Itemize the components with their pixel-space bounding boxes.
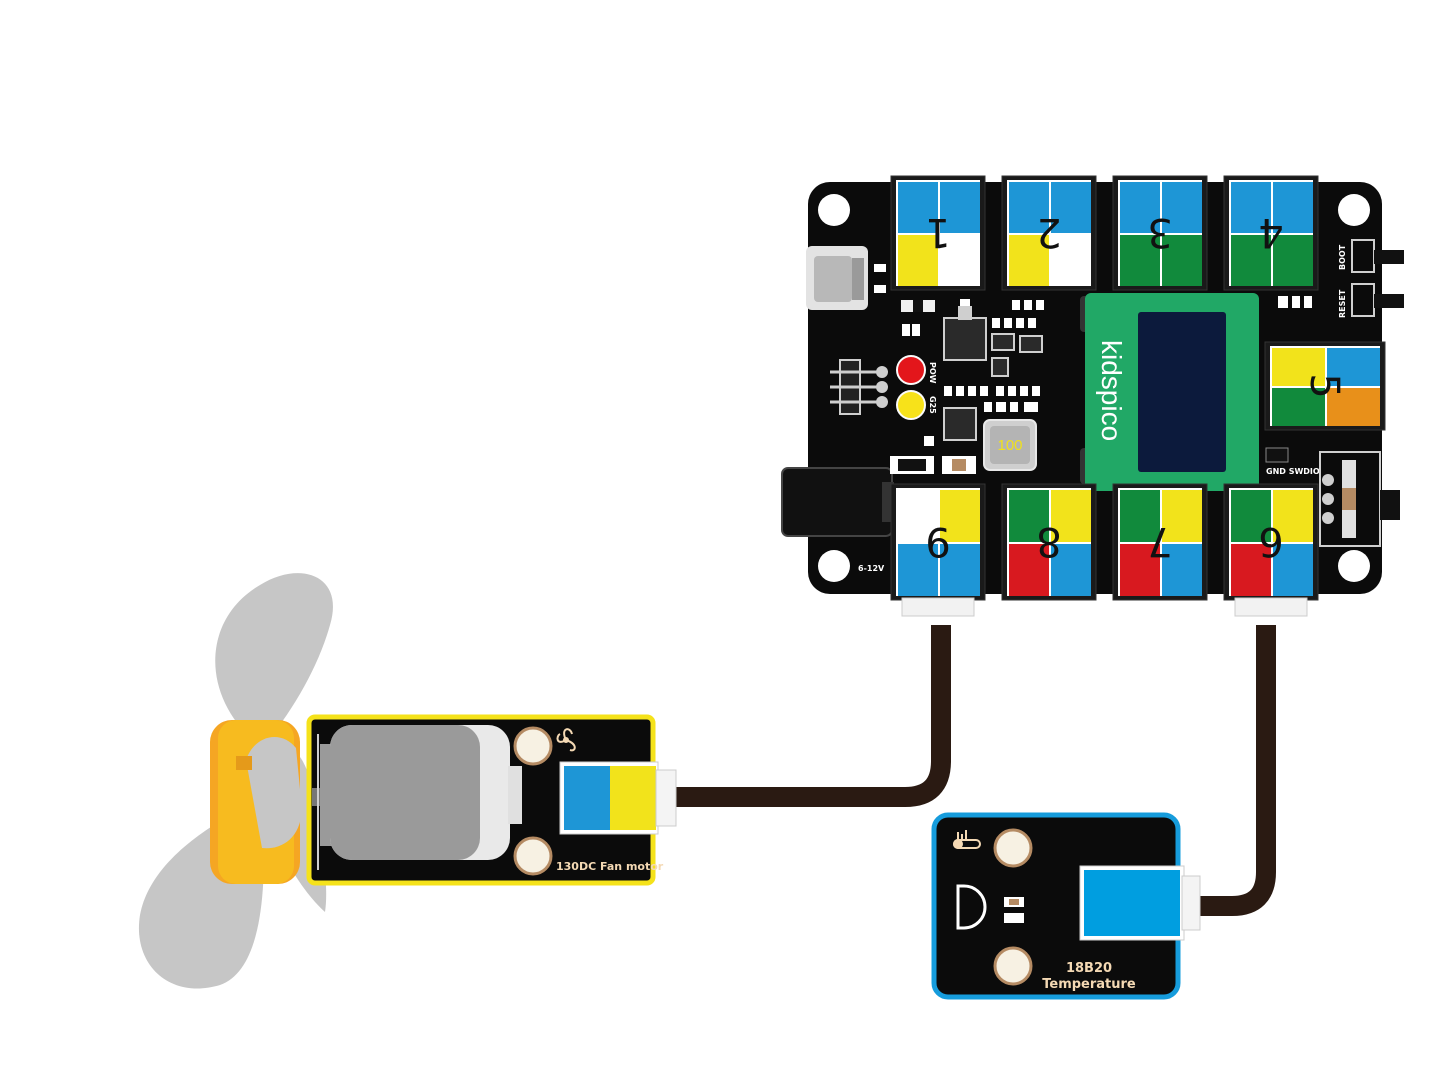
mount-pad [993, 946, 1033, 986]
sensor-body-icon [956, 884, 987, 930]
mount-pad [513, 836, 553, 876]
fan-connector [559, 761, 677, 835]
boot-label: BOOT [1338, 244, 1347, 270]
port-2[interactable]: 2 [1001, 175, 1097, 291]
reset-button[interactable] [1351, 283, 1404, 317]
oled-screen [1138, 312, 1226, 472]
port-5-label: 5 [1301, 373, 1347, 398]
mount-hole [818, 194, 850, 226]
usb-c-connector [806, 246, 868, 310]
capacitor-icon [1004, 913, 1024, 923]
power-voltage-label: 6-12V [858, 564, 885, 573]
mount-hole [1338, 194, 1370, 226]
swd-header: GND SWDIO [1265, 447, 1320, 476]
cable-fan-to-port-9 [676, 625, 951, 807]
pin-header-left [830, 359, 888, 415]
led-g25-label: G25 [928, 396, 937, 414]
fan-icon [556, 728, 576, 752]
port-4-label: 4 [1258, 209, 1283, 255]
fan-module: 130DC Fan motor [138, 573, 677, 989]
port-5[interactable]: 5 [1264, 341, 1386, 431]
motor-icon [312, 725, 522, 870]
port-1-label: 1 [925, 209, 950, 255]
port-7-label: 7 [1147, 518, 1172, 564]
swd-header-label: GND SWDIO [1266, 467, 1320, 476]
boot-button[interactable] [1351, 239, 1404, 273]
port-6[interactable]: 6 [1223, 483, 1319, 617]
port-6-label: 6 [1258, 518, 1283, 564]
led-red-icon [896, 355, 926, 385]
temp-module-label-line1: 18B20 [1066, 961, 1112, 976]
led-pow-label: POW [928, 362, 937, 384]
inductor: 100 [983, 419, 1037, 471]
cables [676, 625, 1276, 916]
cable-temp-to-port-6 [1200, 625, 1276, 916]
controller-board: 6-12V POW G25 [781, 175, 1404, 617]
slide-switch[interactable] [1319, 451, 1400, 547]
temp-module-label-line2: Temperature [1042, 977, 1136, 992]
brand-label: kidspico [1096, 340, 1127, 441]
port-7[interactable]: 7 [1112, 483, 1208, 601]
inductor-label: 100 [997, 437, 1022, 454]
port-2-label: 2 [1036, 209, 1061, 255]
thermometer-icon [953, 830, 981, 849]
led-yellow-icon [896, 390, 926, 420]
port-1[interactable]: 1 [890, 175, 986, 291]
propeller-hub [210, 720, 302, 884]
port-8-label: 8 [1036, 518, 1061, 564]
temp-connector [1079, 865, 1201, 941]
mount-hole [818, 550, 850, 582]
mount-hole [1338, 550, 1370, 582]
port-3-label: 3 [1147, 209, 1172, 255]
mount-pad [513, 726, 553, 766]
reset-label: RESET [1338, 289, 1347, 318]
dc-barrel-jack [781, 467, 894, 537]
port-9-label: 9 [925, 518, 950, 564]
mount-pad [993, 828, 1033, 868]
port-8[interactable]: 8 [1001, 483, 1097, 601]
fan-module-label: 130DC Fan motor [556, 860, 664, 873]
port-9[interactable]: 9 [890, 483, 986, 617]
smd-components [874, 264, 1312, 474]
oled-display: kidspico [1080, 293, 1259, 491]
port-4[interactable]: 4 [1223, 175, 1319, 291]
port-3[interactable]: 3 [1112, 175, 1208, 291]
temp-module: 18B20 Temperature [931, 812, 1201, 1000]
ports-layer: 1 2 3 4 9 8 7 6 5 [890, 175, 1386, 617]
